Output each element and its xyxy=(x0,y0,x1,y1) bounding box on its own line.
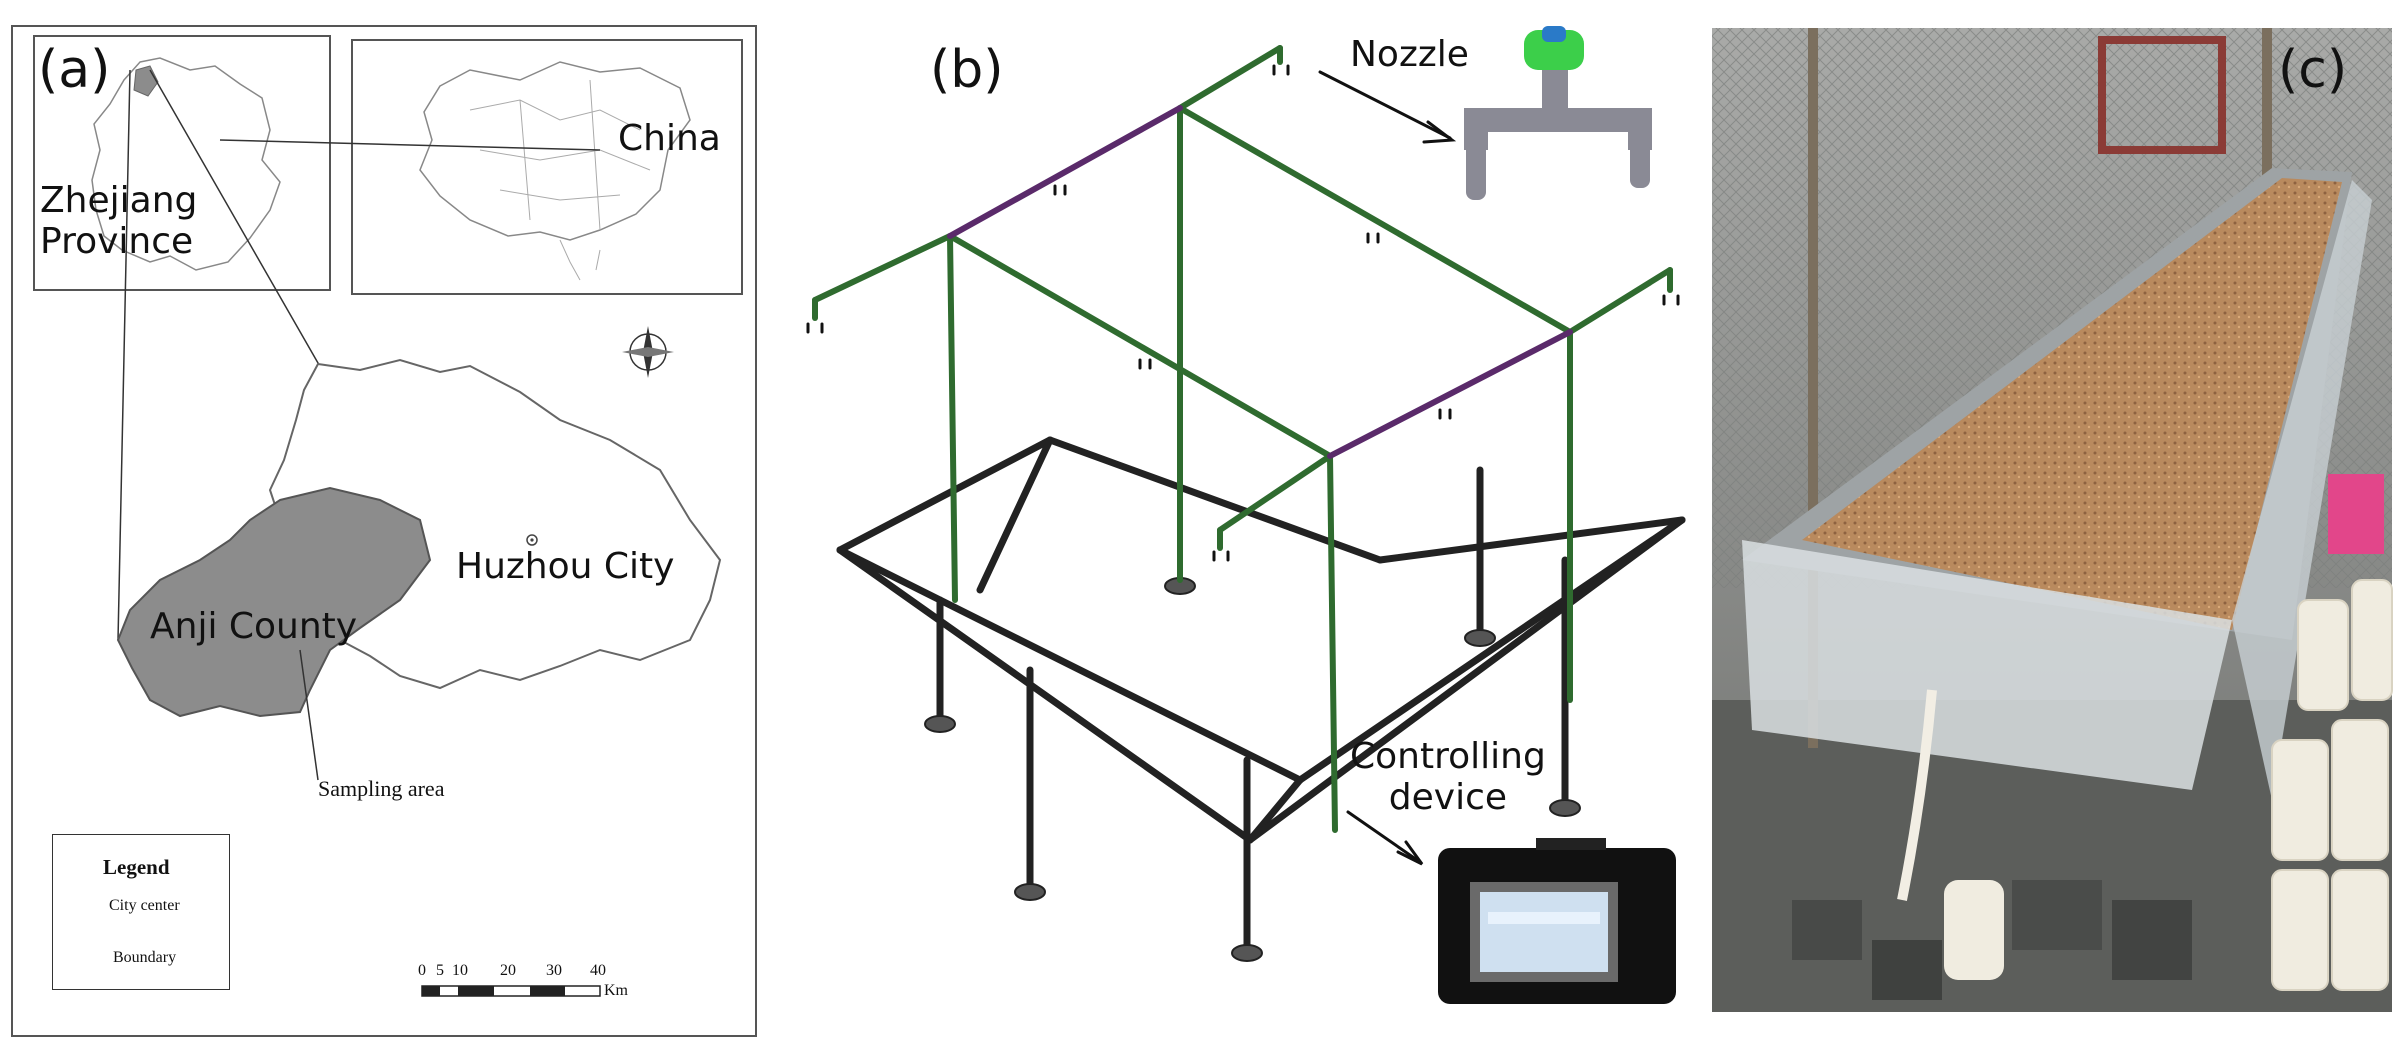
panel-b-rig-diagram: (b) Nozzle Controlling device xyxy=(780,0,1700,1048)
panel-c-photo: (c) xyxy=(1712,0,2400,1048)
sampling-label: Sampling area xyxy=(318,776,445,801)
panel-a-map: (a) Zhejiang Province China Huzhou City … xyxy=(0,0,770,1048)
panel-b-label: (b) xyxy=(930,40,1004,100)
scale-unit: Km xyxy=(604,982,628,999)
inset-province-box xyxy=(33,35,331,291)
panel-a-label: (a) xyxy=(38,40,111,100)
legend-item-city-center: City center xyxy=(109,897,180,914)
water-jugs xyxy=(2271,579,2393,991)
anji-small-marker xyxy=(133,65,159,97)
nozzle-icon xyxy=(1464,26,1652,200)
map-legend: Legend City center Boundary xyxy=(52,834,230,990)
scale-tick-20: 20 xyxy=(500,962,516,979)
scale-tick-30: 30 xyxy=(546,962,562,979)
city-center-marker xyxy=(526,534,538,546)
photo-svg xyxy=(1712,28,2393,1012)
country-label: China xyxy=(618,118,721,159)
scale-tick-0: 0 xyxy=(418,962,426,979)
panel-c-label: (c) xyxy=(2278,40,2348,100)
compass-icon xyxy=(622,326,674,378)
pink-bin xyxy=(2328,474,2384,554)
base-frame xyxy=(836,436,1686,956)
scale-tick-40: 40 xyxy=(590,962,606,979)
controller-device xyxy=(1438,838,1676,1004)
city-label: Huzhou City xyxy=(456,546,675,587)
zhejiang-outline xyxy=(91,57,281,271)
legend-title: Legend xyxy=(103,855,170,879)
nozzle-label: Nozzle xyxy=(1350,34,1469,75)
province-label: Zhejiang Province xyxy=(40,180,198,263)
purple-pipes xyxy=(947,105,1573,459)
rig-svg xyxy=(806,26,1686,1004)
county-label: Anji County xyxy=(150,606,358,647)
legend-item-boundary: Boundary xyxy=(113,949,177,966)
scale-tick-10: 10 xyxy=(452,962,468,979)
inset-country-box xyxy=(351,39,743,295)
spray-pipes xyxy=(812,45,1673,833)
scale-tick-5: 5 xyxy=(436,962,444,979)
soil-surface xyxy=(1802,178,2342,630)
anji-county-area xyxy=(116,486,432,718)
map-frame xyxy=(11,25,757,1037)
map-svg xyxy=(11,25,757,1037)
scale-bar xyxy=(421,985,601,997)
device-label: Controlling device xyxy=(1350,736,1546,819)
collection-bottle xyxy=(1944,880,2004,980)
china-outline xyxy=(419,61,691,241)
plastic-sheet xyxy=(1742,540,2232,790)
label-arrows xyxy=(1318,70,1457,866)
